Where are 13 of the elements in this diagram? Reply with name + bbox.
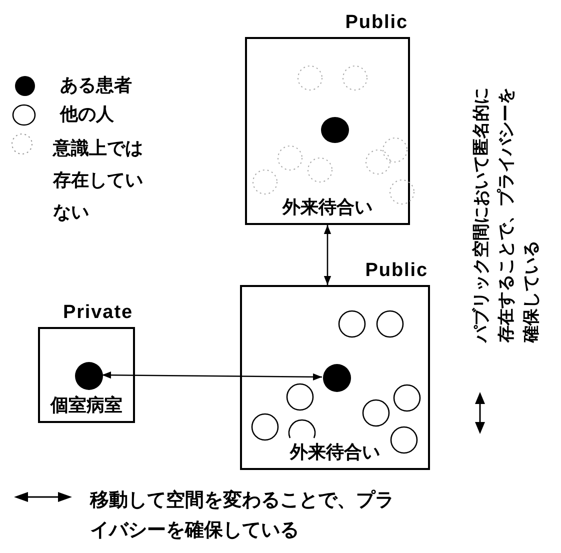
double-arrow bbox=[324, 225, 332, 285]
legend-text: パブリック空間において匿名的に存在することで、プライバシーを確保している bbox=[470, 86, 542, 342]
legend-text: ある患者 bbox=[60, 74, 132, 98]
space-heading: Public bbox=[345, 11, 408, 35]
space-heading: Private bbox=[62, 301, 133, 325]
double-arrow bbox=[102, 371, 322, 381]
legend-text: 移動して空間を変わることで、プライバシーを確保している bbox=[90, 488, 395, 543]
legend-text: 他の人 bbox=[60, 103, 114, 127]
room-label: 外来待合い bbox=[290, 441, 380, 465]
room-label: 個室病室 bbox=[50, 394, 122, 418]
room-label: 外来待合い bbox=[282, 196, 372, 220]
legend-text: 意識上では存在していない bbox=[53, 137, 144, 225]
space-heading: Public bbox=[365, 259, 428, 283]
